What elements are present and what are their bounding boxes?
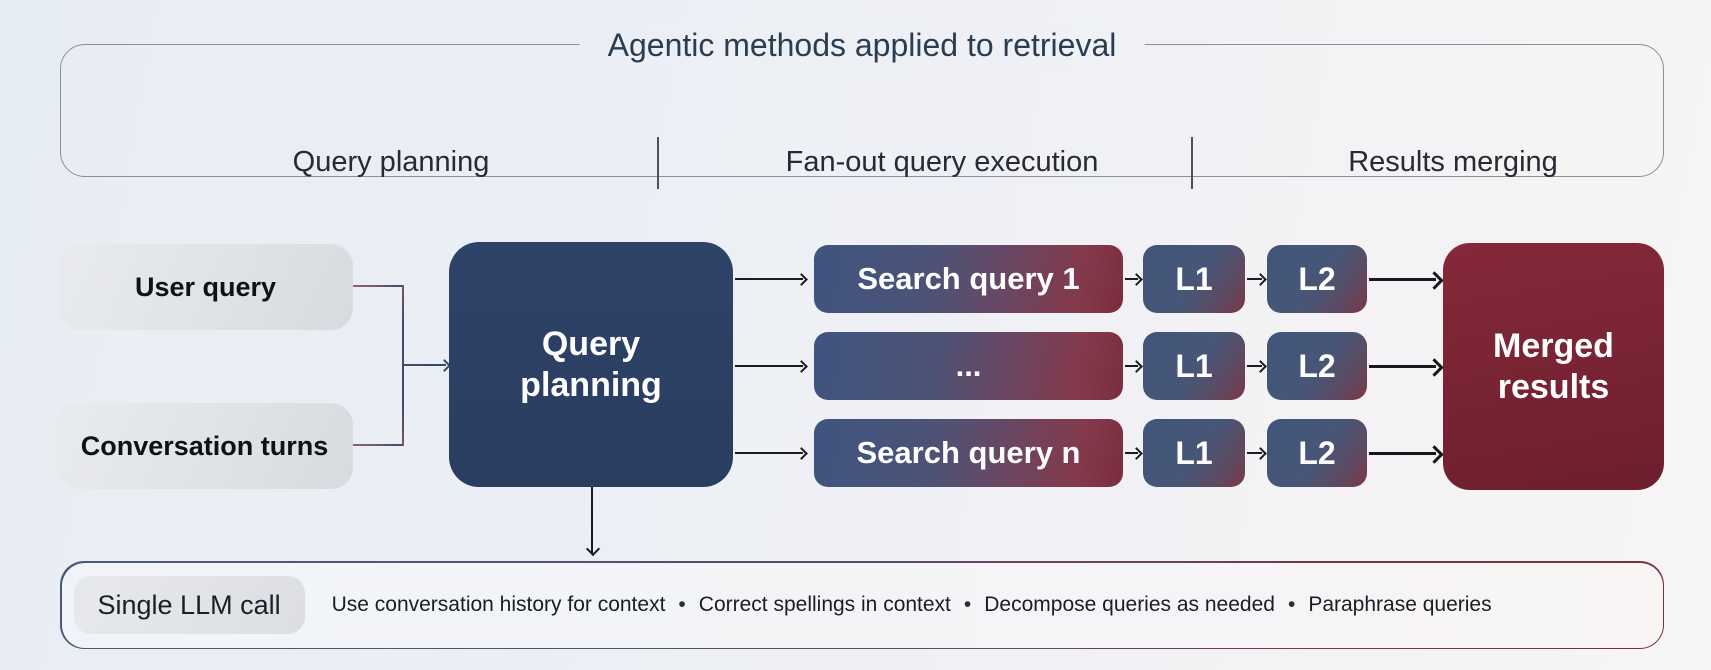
column-label-query-planning: Query planning (292, 146, 490, 178)
bullet-separator: • (678, 593, 686, 616)
column-divider (1191, 137, 1193, 189)
bullet-separator: • (1287, 593, 1296, 616)
arrow-l2-to-merged-row2-icon (1369, 357, 1442, 375)
query-planning-box: Query planning (449, 242, 733, 487)
arrow-l1-to-l2-row1-icon (1247, 273, 1266, 285)
l2-label: L2 (1298, 260, 1336, 297)
search-query-1-box: Search query 1 (814, 245, 1123, 313)
column-divider (657, 137, 659, 189)
l2-stage-box-row2: L2 (1267, 332, 1367, 400)
arrow-query1-to-l1-icon (1125, 273, 1142, 285)
arrow-l1-to-l2-row2-icon (1247, 360, 1266, 372)
l2-label: L2 (1298, 434, 1336, 471)
search-query-ellipsis-box: ... (814, 332, 1123, 400)
connector-merge-line (402, 285, 404, 446)
single-llm-call-bar-inner: Single LLM call Use conversation history… (61, 562, 1663, 648)
arrow-l2-to-merged-row3-icon (1369, 444, 1442, 462)
arrow-planner-to-query1-icon (735, 273, 807, 285)
single-llm-call-bar: Single LLM call Use conversation history… (60, 561, 1664, 649)
l2-stage-box-row1: L2 (1267, 245, 1367, 313)
arrow-queryn-to-l1-icon (1125, 447, 1142, 459)
l2-stage-box-row3: L2 (1267, 419, 1367, 487)
search-query-n-label: Search query n (856, 435, 1081, 470)
arrow-query2-to-l1-icon (1125, 360, 1142, 372)
conversation-turns-label: Conversation turns (80, 430, 329, 461)
column-label-fanout-execution: Fan-out query execution (785, 146, 1099, 178)
arrow-planner-to-llm-call-icon (585, 487, 599, 556)
l1-stage-box-row2: L1 (1143, 332, 1245, 400)
bullet-separator: • (963, 593, 972, 616)
merged-results-label: Merged results (1493, 326, 1614, 406)
footer-bullet-item: Use conversation history for context (331, 593, 666, 616)
user-query-box: User query (58, 244, 353, 330)
arrow-inputs-to-planner-icon (404, 359, 450, 371)
llm-capabilities-text: Use conversation history for context • Cor… (332, 593, 1492, 617)
l1-label: L1 (1175, 260, 1213, 297)
frame-title: Agentic methods applied to retrieval (579, 24, 1145, 66)
footer-bullet-item: Decompose queries as needed (984, 593, 1275, 616)
agentic-methods-frame: Agentic methods applied to retrieval Que… (60, 24, 1664, 189)
user-query-label: User query (134, 271, 277, 302)
connector-conversation-turns-line (353, 444, 403, 446)
search-query-1-label: Search query 1 (857, 261, 1080, 296)
l1-stage-box-row3: L1 (1143, 419, 1245, 487)
column-label-results-merging: Results merging (1348, 146, 1558, 178)
l1-label: L1 (1175, 434, 1213, 471)
query-planning-label: Query planning (520, 324, 662, 404)
search-query-n-box: Search query n (814, 419, 1123, 487)
footer-bullet-item: Correct spellings in context (698, 593, 951, 616)
arrow-l2-to-merged-row1-icon (1369, 270, 1442, 288)
arrow-planner-to-queryn-icon (735, 447, 807, 459)
arrow-l1-to-l2-row3-icon (1247, 447, 1266, 459)
arrow-planner-to-query2-icon (735, 360, 807, 372)
conversation-turns-box: Conversation turns (56, 403, 353, 489)
l2-label: L2 (1298, 347, 1336, 384)
search-query-ellipsis-label: ... (955, 348, 982, 383)
footer-bullet-item: Paraphrase queries (1308, 593, 1492, 616)
l1-stage-box-row1: L1 (1143, 245, 1245, 313)
single-llm-call-badge: Single LLM call (73, 576, 305, 634)
l1-label: L1 (1175, 347, 1213, 384)
connector-user-query-line (353, 285, 403, 287)
merged-results-box: Merged results (1443, 243, 1664, 490)
